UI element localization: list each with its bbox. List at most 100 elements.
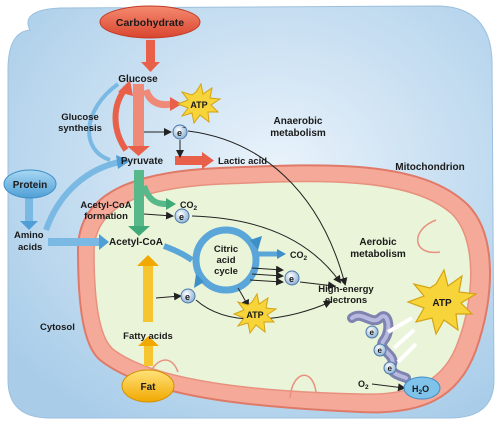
glucose-label: Glucose	[118, 74, 158, 85]
cycle-electron-line	[251, 265, 284, 274]
acetyl-formation-electron-path	[191, 215, 342, 284]
pyruvate-electron-line	[143, 211, 174, 220]
electron-etc-3: e	[383, 361, 397, 375]
svg-text:e: e	[378, 346, 383, 355]
citric-cycle-label-2: acid	[216, 255, 235, 266]
anaerobic-label-2: metabolism	[270, 128, 326, 139]
glucose-to-atp-arrow	[142, 88, 173, 109]
electron-etc-1: e	[365, 325, 379, 339]
svg-text:e: e	[388, 364, 393, 373]
h2o-label: H2O	[412, 384, 429, 396]
pyruvate-label: Pyruvate	[121, 156, 164, 167]
cycle-to-electrons-path	[299, 281, 336, 290]
mitochondrion-matrix	[93, 180, 472, 395]
atp-label-glycolysis: ATP	[190, 100, 207, 110]
glucose-synthesis-head	[118, 80, 133, 96]
high-energy-electrons-label-1: High-energy	[318, 284, 374, 295]
citric-cycle-label-3: cycle	[214, 266, 238, 277]
anaerobic-label-1: Anaerobic	[274, 116, 323, 127]
acetyl-coa-label: Acetyl-CoA	[109, 237, 163, 248]
fatty-acids-label: Fatty acids	[123, 331, 173, 342]
acetyl-coa-formation-label-1: Acetyl-CoA	[80, 200, 131, 211]
h2o-blob	[403, 376, 441, 400]
electron-glycolysis: e −	[172, 124, 188, 140]
svg-text:e: e	[370, 328, 375, 337]
mitochondrion-label: Mitochondrion	[395, 162, 464, 173]
pyruvate-to-co2-head	[166, 198, 176, 210]
amino-to-acetyl-shaft	[48, 238, 100, 246]
carb-to-glucose-shaft	[146, 40, 155, 64]
svg-text:e: e	[179, 212, 184, 222]
high-energy-electrons-label-2: electrons	[325, 295, 367, 306]
cycle-to-co2-head	[277, 249, 286, 259]
svg-text:−: −	[182, 125, 186, 132]
svg-text:e: e	[289, 274, 294, 284]
amino-to-acetyl-head	[99, 234, 109, 250]
etc-to-atp-arrow	[386, 316, 414, 334]
cytosol-label: Cytosol	[40, 322, 75, 333]
glucose-synthesis-label-2: synthesis	[58, 123, 102, 134]
protein-to-amino-head	[20, 221, 38, 230]
pyruvate-to-acetyl-shaft	[134, 170, 144, 228]
amino-to-pyruvate-head	[116, 155, 130, 169]
lactic-acid-label: Lactic acid	[218, 156, 267, 167]
acetyl-coa-formation-label-2: formation	[84, 211, 128, 222]
citric-cycle-label-1: Citric	[214, 244, 238, 255]
protein-label: Protein	[13, 180, 47, 191]
carbohydrate-blob	[99, 5, 201, 39]
amino-acids-label-2: acids	[18, 242, 42, 253]
atp-burst-glycolysis	[176, 82, 222, 125]
acetyl-to-cycle-arrow	[162, 243, 194, 263]
aerobic-label-1: Aerobic	[359, 237, 397, 248]
pyruvate-to-lactic-shaft	[175, 156, 203, 165]
protein-blob	[3, 169, 57, 199]
fatty-electron-line	[155, 292, 182, 301]
o2-label: O2	[358, 379, 369, 391]
o2-to-h2o-arrow	[371, 383, 406, 392]
etc-to-atp-arrow	[392, 328, 416, 350]
protein-to-amino-shaft	[25, 198, 33, 222]
pyruvate-to-acetyl-head	[128, 226, 150, 236]
cycle-arrowhead	[250, 236, 262, 250]
electron-fatty: e	[180, 288, 196, 304]
glycolysis-shaft	[133, 84, 144, 148]
svg-text:e: e	[185, 292, 190, 302]
cycle-electron-line	[251, 271, 284, 280]
fat-label: Fat	[141, 382, 157, 393]
pyruvate-to-co2-arrow	[141, 184, 169, 207]
atp-burst-cycle	[232, 292, 278, 335]
amino-to-pyruvate-arrow	[43, 159, 121, 231]
cycle-electron-line	[249, 277, 284, 286]
glucose-to-atp-head	[170, 97, 182, 111]
carb-to-glucose-head	[141, 62, 160, 72]
fat-to-fatty-head	[138, 336, 159, 346]
fatty-to-acetyl-shaft	[143, 264, 153, 322]
pyruvate-to-glucose-blue	[87, 82, 120, 162]
electron-cycle: e	[284, 270, 300, 286]
citric-acid-cycle-ring	[192, 226, 260, 294]
atp-label-cycle: ATP	[246, 310, 263, 320]
glycolysis-electron-path	[187, 130, 348, 286]
co2-label-acetyl: CO2	[180, 200, 198, 212]
cristae-fold	[417, 219, 441, 254]
fatty-to-acetyl-head	[137, 255, 159, 266]
pyruvate-to-lactic-head	[202, 152, 214, 169]
fat-blob	[121, 369, 175, 403]
aerobic-label-2: metabolism	[350, 249, 406, 260]
glycolysis-head	[127, 146, 150, 156]
cristae-fold	[289, 374, 317, 399]
etc-to-atp-arrow	[396, 342, 418, 364]
electron-etc-2: e	[373, 343, 387, 357]
atp-burst-oxidative	[406, 268, 478, 336]
amino-acids-label-1: Amino	[14, 230, 44, 241]
glucose-synthesis-label-1: Glucose	[61, 112, 99, 123]
fat-to-fatty-shaft	[144, 344, 153, 366]
svg-text:e: e	[177, 128, 182, 138]
cycle-arrowhead	[194, 274, 204, 288]
atp-label-oxidative: ATP	[432, 298, 452, 309]
electron-acetyl-formation: e	[174, 208, 190, 224]
co2-label-cycle: CO2	[290, 250, 308, 262]
carbohydrate-label: Carbohydrate	[116, 17, 184, 29]
